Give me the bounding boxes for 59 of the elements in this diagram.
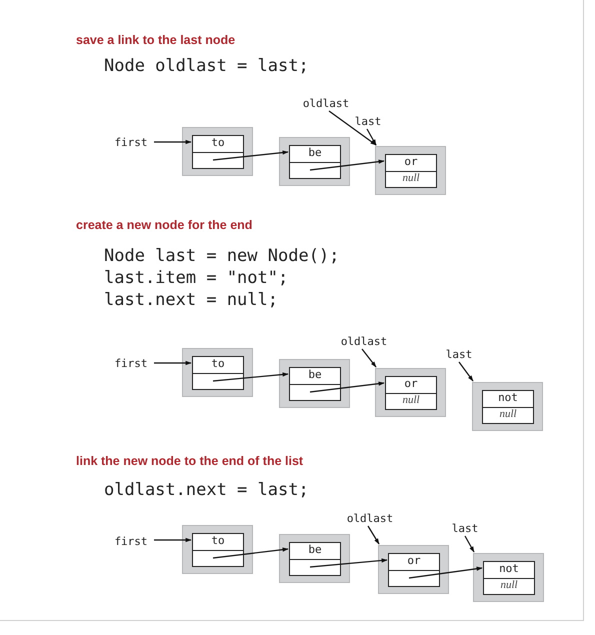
list-node (182, 127, 253, 176)
list-node (472, 382, 543, 431)
pointer-arrow (212, 150, 289, 161)
item-field: to (193, 136, 243, 152)
code-line: Node oldlast = last; (104, 56, 309, 76)
pointer-arrow (366, 128, 377, 146)
list-node (279, 534, 350, 583)
item-field: be (290, 368, 340, 384)
variable-label: last (443, 348, 475, 362)
item-field: or (389, 554, 439, 570)
pointer-arrow (408, 566, 483, 579)
step-heading: link the new node to the end of the list (76, 454, 304, 468)
pointer-arrow (464, 536, 475, 553)
item-field: be (290, 543, 340, 560)
pointer-arrow (154, 360, 192, 366)
next-field: null (483, 408, 533, 423)
pointer-arrow (154, 140, 192, 144)
code-line: last.next = null; (104, 290, 278, 310)
item-field: to (193, 357, 243, 374)
item-field: not (484, 562, 534, 578)
item-field: to (193, 534, 243, 550)
pointer-arrow (212, 372, 289, 382)
list-node (279, 359, 350, 408)
next-field: null (484, 578, 534, 594)
variable-label: last (449, 522, 481, 536)
item-field: not (483, 391, 533, 408)
pointer-arrow (367, 526, 380, 544)
item-field: or (386, 155, 436, 172)
pointer-arrow (310, 382, 385, 393)
variable-label: oldlast (337, 335, 391, 349)
variable-label: first (110, 136, 152, 150)
variable-label: first (110, 535, 152, 549)
variable-label: first (110, 357, 152, 371)
variable-label: oldlast (299, 97, 353, 111)
code-line: last.item = "not"; (104, 268, 288, 288)
list-node (182, 525, 253, 574)
pointer-arrow (310, 160, 385, 171)
pointer-arrow (328, 110, 376, 146)
list-node (375, 146, 446, 195)
code-line: oldlast.next = last; (104, 480, 309, 500)
pointer-arrow (154, 538, 192, 542)
list-node (378, 545, 449, 594)
list-node (473, 553, 544, 602)
item-field: or (386, 377, 436, 394)
pointer-arrow (458, 362, 474, 382)
list-node (182, 348, 253, 397)
list-node (375, 368, 446, 417)
next-field: null (386, 394, 436, 409)
next-field: null (386, 172, 436, 187)
variable-label: last (352, 115, 384, 129)
item-field: be (290, 146, 340, 162)
pointer-arrow (362, 348, 376, 368)
code-line: Node last = new Node(); (104, 246, 340, 266)
pointer-arrow (310, 558, 388, 568)
pointer-arrow (212, 548, 289, 559)
variable-label: oldlast (343, 512, 397, 526)
step-heading: save a link to the last node (76, 33, 236, 47)
list-node (279, 137, 350, 186)
step-heading: create a new node for the end (76, 218, 252, 232)
